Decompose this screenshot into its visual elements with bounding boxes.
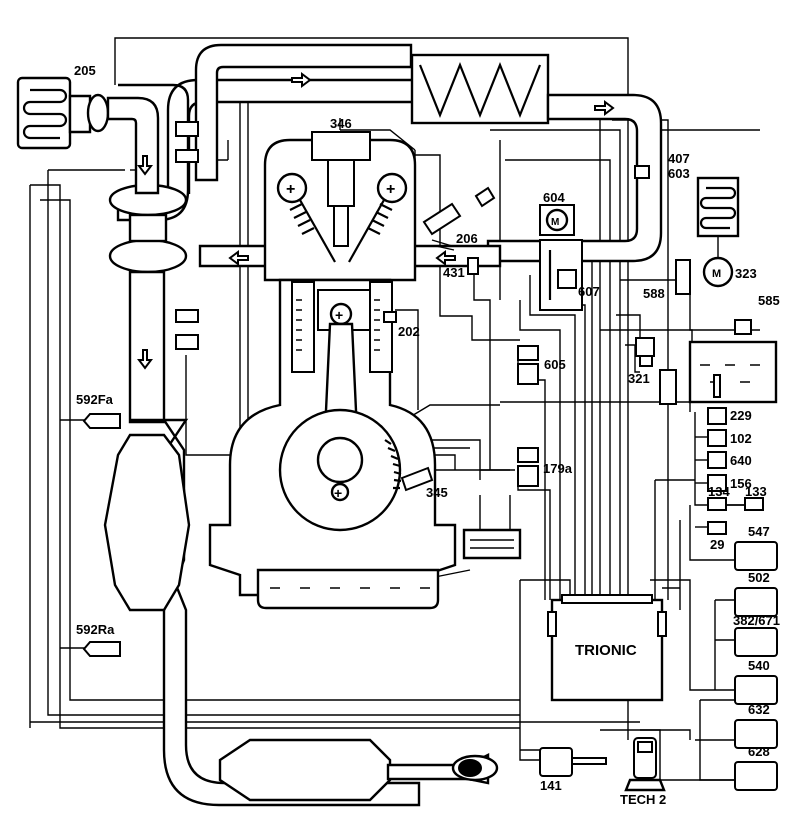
label-592ra: 592Ra xyxy=(76,622,115,637)
label-tech2: TECH 2 xyxy=(620,792,666,807)
exhaust-system xyxy=(103,418,499,807)
svg-text:+: + xyxy=(334,485,342,501)
label-540: 540 xyxy=(748,658,770,673)
flow-arrows xyxy=(137,72,615,370)
label-382-671: 382/671 xyxy=(733,613,780,628)
label-588: 588 xyxy=(643,286,665,301)
label-431: 431 xyxy=(443,265,465,280)
label-206: 206 xyxy=(456,231,478,246)
label-205: 205 xyxy=(74,63,96,78)
svg-text:M: M xyxy=(712,268,721,280)
label-640: 640 xyxy=(730,453,752,468)
components: M M xyxy=(82,121,778,792)
label-547: 547 xyxy=(748,524,770,539)
label-603: 603 xyxy=(668,166,690,181)
label-trionic: TRIONIC xyxy=(575,642,637,659)
label-407: 407 xyxy=(668,151,690,166)
label-632: 632 xyxy=(748,702,770,717)
svg-text:+: + xyxy=(386,181,395,198)
label-133: 133 xyxy=(745,484,767,499)
label-156: 156 xyxy=(730,476,752,491)
label-323: 323 xyxy=(735,266,757,281)
svg-text:M: M xyxy=(551,217,559,228)
label-628: 628 xyxy=(748,744,770,759)
label-179a: 179a xyxy=(543,461,573,476)
label-345: 345 xyxy=(426,485,448,500)
label-605: 605 xyxy=(544,357,566,372)
label-321: 321 xyxy=(628,371,650,386)
label-202: 202 xyxy=(398,324,420,339)
svg-text:+: + xyxy=(335,307,343,323)
label-604: 604 xyxy=(543,190,565,205)
label-29: 29 xyxy=(710,537,724,552)
label-585: 585 xyxy=(758,293,780,308)
label-607: 607 xyxy=(578,284,600,299)
engine-block: + + + + xyxy=(208,131,457,610)
label-102: 102 xyxy=(730,431,752,446)
label-346: 346 xyxy=(330,116,352,131)
label-134: 134 xyxy=(708,484,730,499)
label-502: 502 xyxy=(748,570,770,585)
label-141: 141 xyxy=(540,778,562,793)
label-229: 229 xyxy=(730,408,752,423)
labels: 205 346 206 604 407 603 431 607 588 323 … xyxy=(74,63,780,807)
label-592fa: 592Fa xyxy=(76,392,114,407)
svg-text:+: + xyxy=(286,181,295,198)
